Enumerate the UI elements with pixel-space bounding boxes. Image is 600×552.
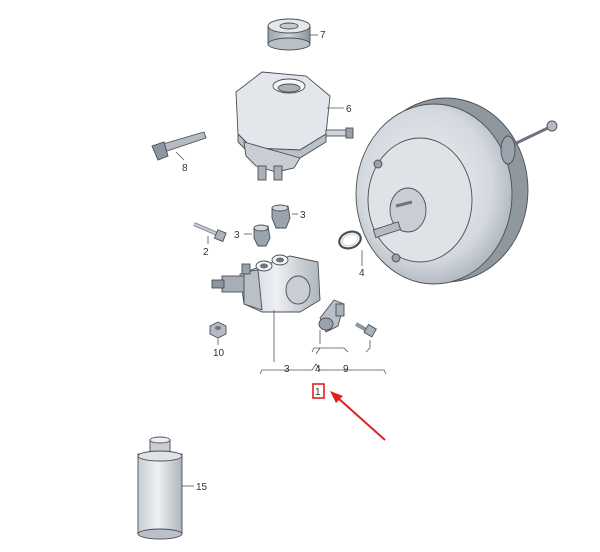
- brake-master-cylinder: [211, 254, 321, 313]
- reservoir-seal-upper: [271, 204, 291, 229]
- callout-group-3: 3: [284, 364, 290, 375]
- level-sensor-connector: [151, 131, 207, 161]
- callout-8: 8: [182, 163, 188, 174]
- callout-group-4: 4: [315, 364, 321, 375]
- callout-3-lower: 3: [234, 230, 240, 241]
- hex-nut: [209, 321, 227, 339]
- brake-fluid-container: [137, 436, 183, 540]
- pressure-sensor: [318, 299, 345, 333]
- reservoir-seal-lower: [253, 224, 271, 247]
- callout-15: 15: [196, 482, 208, 493]
- highlight-box: [312, 383, 325, 399]
- callout-3-upper: 3: [300, 210, 306, 221]
- callout-1: 1: [315, 387, 321, 398]
- callout-2: 2: [203, 247, 209, 258]
- brake-fluid-reservoir: [235, 71, 354, 181]
- callout-brackets: [259, 310, 387, 375]
- highlight-arrow: [330, 391, 386, 441]
- callout-10: 10: [213, 348, 225, 359]
- callout-4: 4: [359, 268, 365, 279]
- callout-group-9: 9: [343, 364, 349, 375]
- sensor-bolt: [355, 322, 377, 338]
- o-ring: [338, 230, 362, 250]
- callout-6: 6: [346, 104, 352, 115]
- brake-booster: [355, 97, 558, 285]
- mounting-bolt: [193, 222, 227, 243]
- callout-7: 7: [320, 30, 326, 41]
- reservoir-cap: [267, 18, 311, 51]
